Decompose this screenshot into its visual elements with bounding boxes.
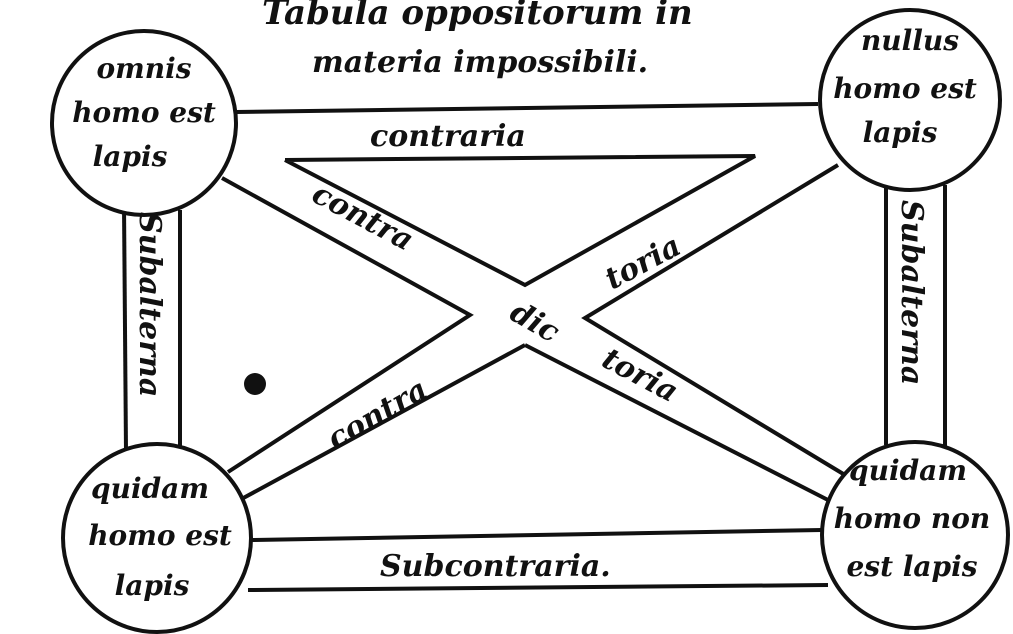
prop-tl-1: omnis bbox=[96, 52, 191, 85]
title-line-2: materia impossibili. bbox=[312, 45, 648, 80]
label-subalterna-left: Subalterna bbox=[132, 212, 167, 397]
subcontraria-band-bottom bbox=[247, 583, 829, 592]
label-contra-1: contra bbox=[306, 176, 419, 258]
prop-tr-3: lapis bbox=[863, 116, 938, 149]
prop-bl-2: homo est bbox=[88, 519, 232, 552]
prop-bl-1: quidam bbox=[91, 472, 209, 505]
prop-br-1: quidam bbox=[849, 454, 967, 487]
label-contra-2: contra bbox=[322, 372, 434, 457]
prop-bl-3: lapis bbox=[115, 569, 190, 602]
contraria-inner-triangle bbox=[284, 154, 756, 288]
label-dic: dic bbox=[504, 295, 565, 351]
circle-top-right bbox=[818, 8, 1002, 192]
contradictoria-band-upper2 bbox=[524, 343, 829, 502]
label-subcontraria: Subcontraria. bbox=[380, 549, 611, 584]
prop-tr-1: nullus bbox=[861, 24, 959, 57]
contradictoria-band-upper bbox=[235, 343, 526, 504]
prop-tl-2: homo est bbox=[72, 96, 216, 129]
title-line-1: Tabula oppositorum in bbox=[262, 0, 693, 33]
contradictoria-band-right bbox=[581, 163, 847, 477]
prop-tl-3: lapis bbox=[93, 140, 168, 173]
circle-bottom-right bbox=[820, 440, 1010, 630]
prop-br-3: est lapis bbox=[846, 550, 977, 583]
circle-bottom-left bbox=[61, 442, 253, 634]
circle-top-left bbox=[50, 29, 238, 217]
subcontraria-band-top bbox=[251, 528, 823, 542]
contradictoria-band-left bbox=[221, 176, 474, 474]
prop-br-2: homo non bbox=[834, 502, 990, 535]
ink-blot bbox=[244, 373, 266, 395]
contraria-band-top-line bbox=[235, 102, 819, 114]
prop-tr-2: homo est bbox=[833, 72, 977, 105]
subalterna-left-a bbox=[122, 204, 128, 453]
label-subalterna-right: Subalterna bbox=[894, 200, 929, 385]
label-toria-1: toria bbox=[599, 228, 687, 297]
label-contraria: contraria bbox=[370, 119, 526, 154]
